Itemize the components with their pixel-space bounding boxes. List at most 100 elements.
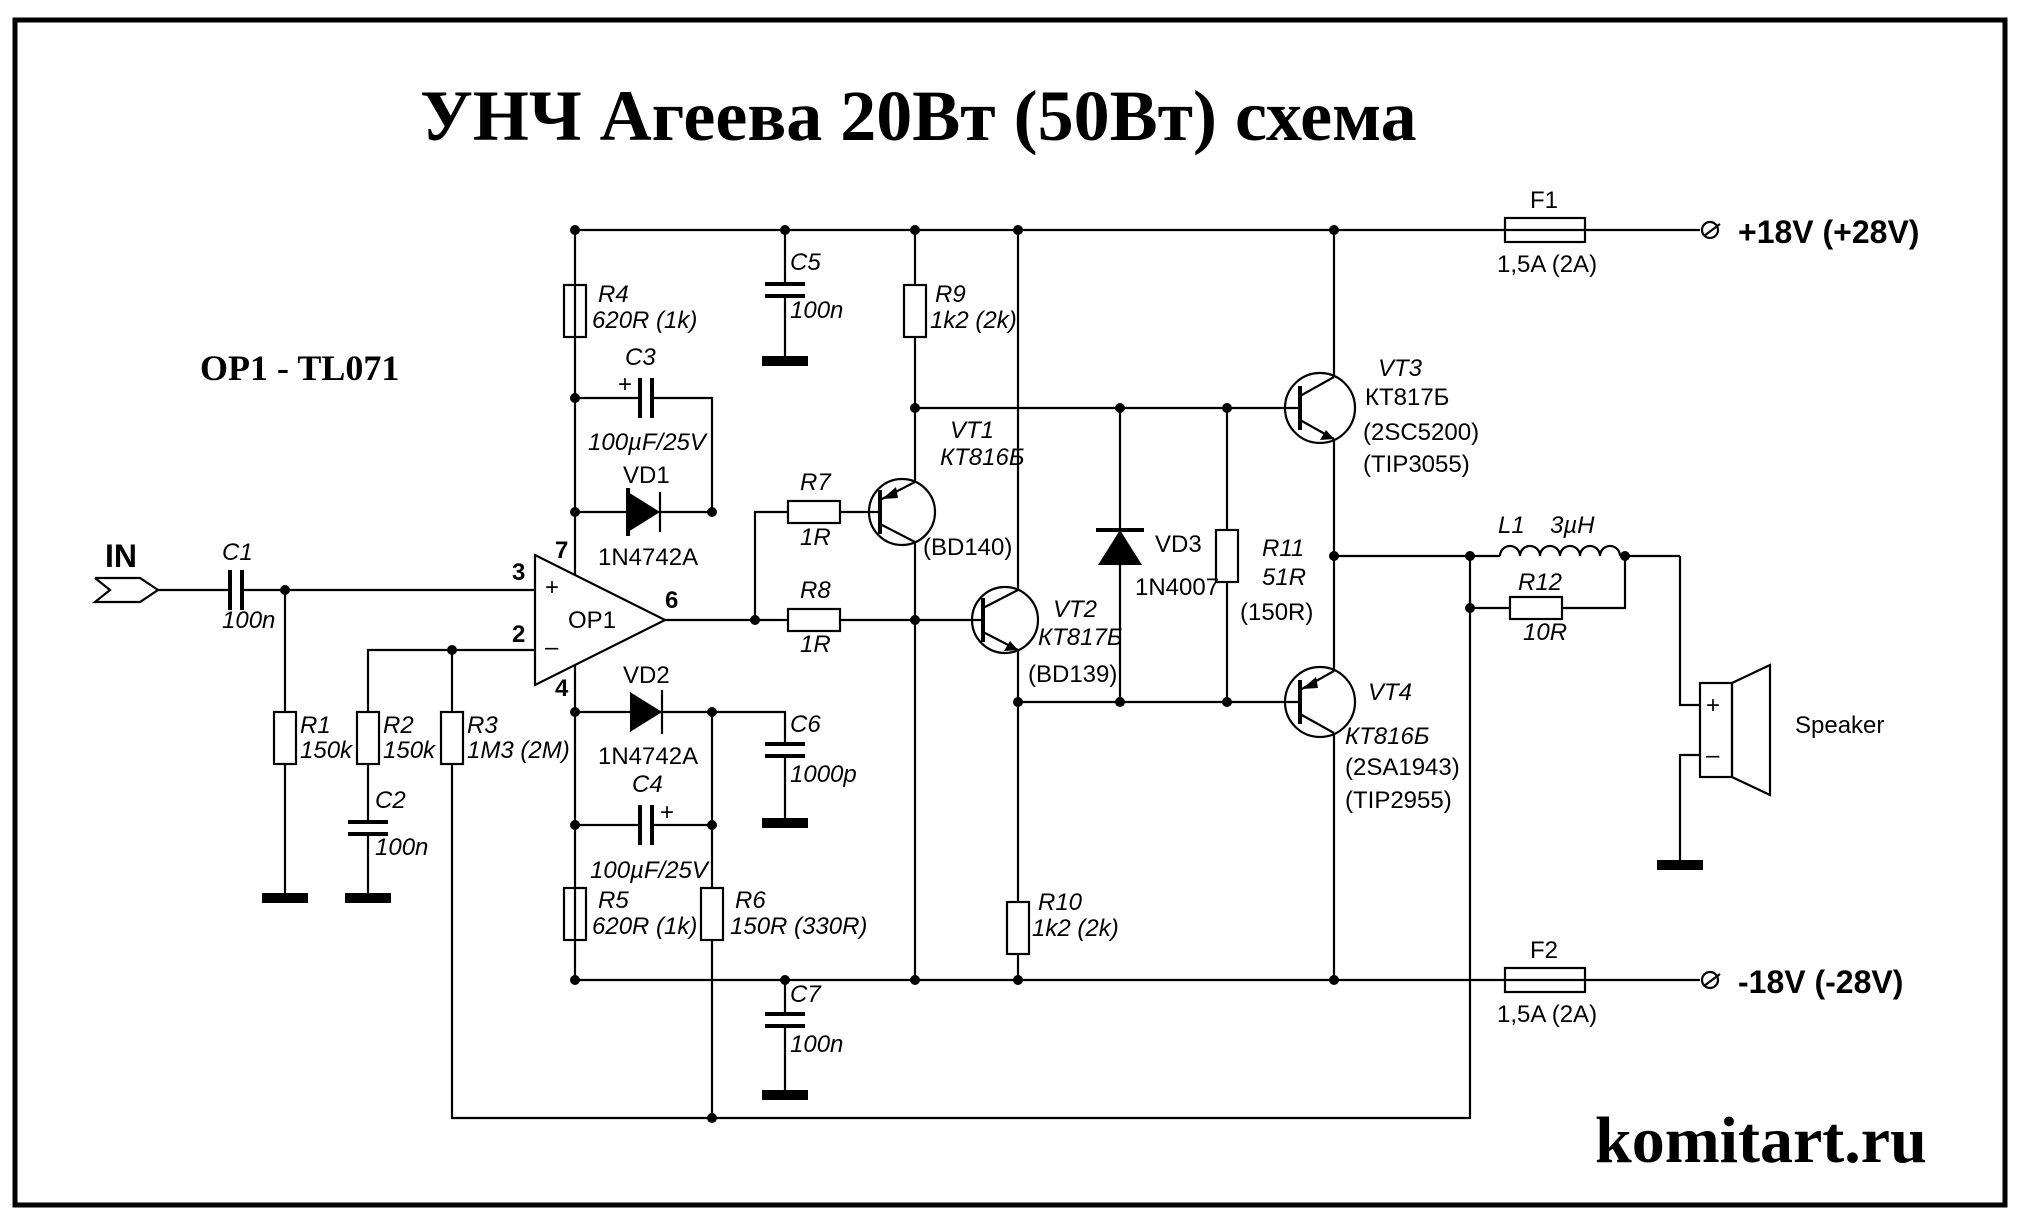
junction-dot	[1329, 225, 1339, 235]
transistor-vt3	[1283, 230, 1357, 671]
transistor-vt4-alt1: (2SA1943)	[1345, 754, 1460, 781]
resistor-r12-value: 10R	[1523, 619, 1567, 646]
junction-dot	[910, 975, 920, 985]
resistor-r8-value: 1R	[800, 631, 831, 658]
fuse-f2-ref: F2	[1530, 937, 1558, 964]
resistor-r3-ref: R3	[467, 712, 498, 739]
capacitor-c5-value: 100n	[790, 297, 843, 324]
resistor-r3	[439, 600, 1472, 1120]
capacitor-c3-polarity: +	[618, 371, 632, 398]
resistor-r8	[780, 607, 983, 633]
transistor-vt4-ref: VT4	[1368, 679, 1412, 706]
opamp-minus-sign: –	[545, 634, 559, 661]
input-connector	[91, 576, 228, 604]
resistor-r2	[355, 648, 535, 820]
capacitor-c1-value: 100n	[222, 607, 275, 634]
resistor-r1	[272, 590, 298, 895]
resistor-r3-value: 1M3 (2M)	[467, 737, 570, 764]
resistor-r8-ref: R8	[800, 577, 831, 604]
junction-dot	[1222, 403, 1232, 413]
resistor-r5	[562, 886, 588, 942]
junction-dot	[750, 615, 760, 625]
inductor-l1-value: 3µH	[1550, 512, 1595, 539]
resistor-r9-value: 1k2 (2k)	[930, 307, 1017, 334]
resistor-r6	[699, 886, 725, 1118]
resistor-r1-ref: R1	[300, 712, 331, 739]
transistor-vt2-alt: (BD139)	[1028, 661, 1117, 688]
resistor-r4	[562, 283, 588, 339]
junction-dot	[1115, 403, 1125, 413]
capacitor-c6-ref: C6	[790, 711, 821, 738]
junction-dot	[570, 225, 580, 235]
opamp-type-note: OP1 - TL071	[200, 348, 399, 388]
website-label: komitart.ru	[1595, 1104, 1927, 1177]
junction-dot	[1222, 697, 1232, 707]
junction-dot	[1115, 697, 1125, 707]
junction-dot	[1013, 225, 1023, 235]
diode-vd3-value: 1N4007	[1135, 574, 1219, 601]
fuse-f2-value: 1,5A (2A)	[1497, 1001, 1597, 1028]
junction-dot	[280, 585, 290, 595]
positive-rail	[575, 220, 1721, 240]
fuse-f1-ref: F1	[1530, 187, 1558, 214]
resistor-r5-value: 620R (1k)	[592, 913, 697, 940]
resistor-r2-value: 150k	[383, 737, 437, 764]
zener-vd2-value: 1N4742A	[598, 743, 698, 770]
resistor-r12-ref: R12	[1518, 569, 1562, 596]
junction-dot	[570, 975, 580, 985]
opamp-pin-7: 7	[555, 537, 568, 564]
transistor-vt3-ref: VT3	[1378, 355, 1423, 382]
transistor-vt3-alt1: (2SC5200)	[1363, 419, 1479, 446]
junction-dot	[707, 820, 717, 830]
capacitor-c7-ref: C7	[790, 981, 822, 1008]
capacitor-c4	[575, 712, 714, 888]
capacitor-c5	[765, 230, 805, 358]
resistor-r11-alt: (150R)	[1240, 599, 1313, 626]
junction-dot	[707, 507, 717, 517]
capacitor-c4-value: 100µF/25V	[590, 857, 710, 884]
resistor-r7	[786, 499, 880, 525]
positive-supply-label: +18V (+28V)	[1738, 214, 1919, 250]
capacitor-c1-ref: C1	[222, 539, 253, 566]
capacitor-c7	[765, 980, 805, 1092]
transistor-vt2	[970, 230, 1040, 902]
speaker-plus: +	[1706, 692, 1720, 719]
transistor-vt4-alt2: (TIP2955)	[1345, 787, 1452, 814]
resistor-r9-ref: R9	[935, 281, 966, 308]
diode-vd3-ref: VD3	[1155, 531, 1202, 558]
resistor-r11-ref: R11	[1262, 535, 1304, 562]
capacitor-c7-value: 100n	[790, 1031, 843, 1058]
opamp-plus-sign: +	[545, 574, 559, 601]
speaker-label: Speaker	[1795, 712, 1884, 739]
resistor-r4-ref: R4	[598, 281, 629, 308]
capacitor-c2-ref: C2	[375, 787, 406, 814]
transistor-vt2-value: КТ817Б	[1038, 624, 1122, 651]
capacitor-c2-value: 100n	[375, 834, 428, 861]
ground-symbol	[762, 818, 808, 828]
junction-dot	[780, 975, 790, 985]
opamp-pin-4: 4	[555, 675, 569, 702]
resistor-r10-value: 1k2 (2k)	[1032, 915, 1119, 942]
opamp-pin-6: 6	[665, 587, 678, 614]
capacitor-c3	[575, 378, 714, 512]
resistor-r1-value: 150k	[300, 737, 354, 764]
negative-supply-label: -18V (-28V)	[1738, 964, 1903, 1000]
resistor-r10-ref: R10	[1038, 889, 1083, 916]
fuse-f1	[1503, 216, 1587, 244]
transistor-vt4-value: КТ816Б	[1345, 723, 1429, 750]
capacitor-c6	[712, 710, 805, 820]
capacitor-c4-ref: C4	[632, 771, 663, 798]
ground-symbol	[345, 893, 391, 903]
junction-dot	[780, 225, 790, 235]
fuse-f2	[1503, 966, 1587, 994]
wire-op-output	[753, 510, 788, 620]
resistor-r10	[1005, 900, 1031, 980]
zener-vd1-ref: VD1	[623, 462, 670, 489]
junction-dot	[707, 1113, 717, 1123]
resistor-r7-ref: R7	[800, 469, 832, 496]
opamp-pin-3: 3	[512, 559, 525, 586]
ground-symbol	[762, 1090, 808, 1100]
resistor-r6-value: 150R (330R)	[730, 913, 867, 940]
inductor-l1-ref: L1	[1498, 512, 1525, 539]
